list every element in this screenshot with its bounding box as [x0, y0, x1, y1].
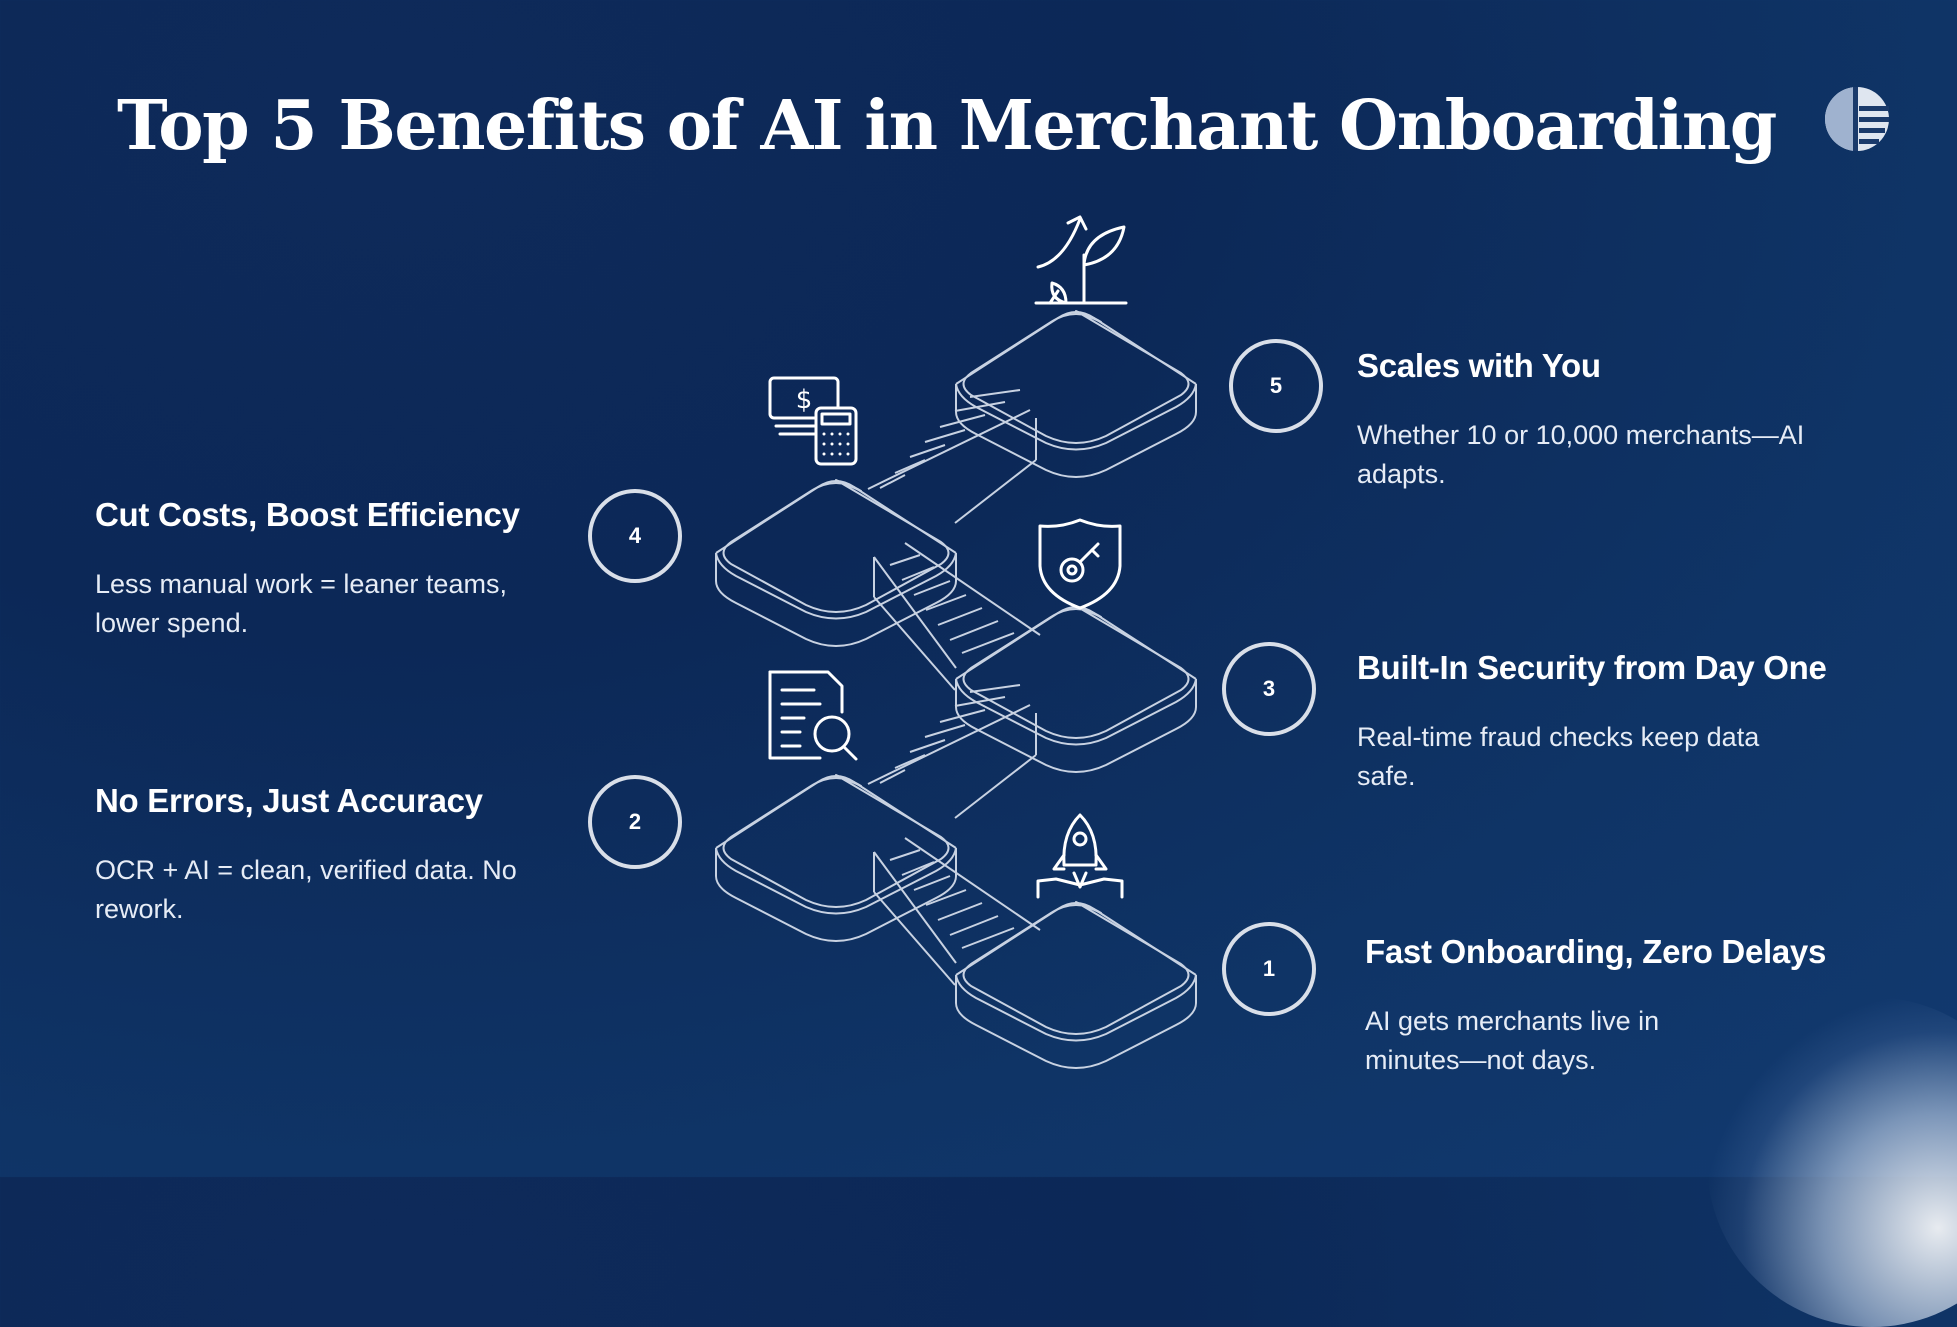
- svg-text:$: $: [796, 385, 813, 415]
- money-calculator-icon: $: [768, 376, 858, 466]
- brand-logo-icon: [1825, 87, 1889, 151]
- stairs-2-3: [867, 684, 1037, 819]
- benefit-heading: No Errors, Just Accuracy: [95, 782, 483, 819]
- step-number: 5: [1269, 373, 1283, 398]
- step-number: 4: [628, 523, 642, 548]
- benefit-3: Built-In Security from Day One Real-time…: [1357, 648, 1827, 796]
- stairs-1-2: [873, 837, 1041, 986]
- platform-4: [715, 479, 957, 647]
- platform-1: [955, 901, 1197, 1069]
- benefit-description: OCR + AI = clean, verified data. No rewo…: [95, 854, 517, 924]
- step-5-badge: 5: [1229, 339, 1323, 433]
- benefit-description: Whether 10 or 10,000 merchants—AI adapts…: [1357, 419, 1805, 489]
- stairs-3-4: [873, 542, 1041, 691]
- step-3-badge: 3: [1222, 642, 1316, 736]
- step-number: 3: [1262, 676, 1276, 701]
- growth-plant-icon: [1034, 215, 1128, 305]
- rocket-launch-icon: [1036, 813, 1124, 899]
- staircase-diagram: $: [715, 215, 1197, 1069]
- benefit-1: Fast Onboarding, Zero Delays AI gets mer…: [1365, 932, 1827, 1080]
- benefit-description: AI gets merchants live in minutes—not da…: [1365, 1005, 1660, 1075]
- step-number: 2: [628, 809, 642, 834]
- stairs-4-5: [867, 389, 1037, 524]
- step-2-badge: 2: [588, 775, 682, 869]
- benefit-4: Cut Costs, Boost Efficiency Less manual …: [95, 495, 555, 643]
- benefit-heading: Fast Onboarding, Zero Delays: [1365, 933, 1827, 970]
- benefit-heading: Built-In Security from Day One: [1357, 649, 1827, 686]
- benefit-heading: Cut Costs, Boost Efficiency: [95, 496, 520, 533]
- infographic: Top 5 Benefits of AI in Merchant Onboard…: [95, 86, 1957, 1327]
- page-title: Top 5 Benefits of AI in Merchant Onboard…: [117, 86, 1777, 166]
- benefit-5: Scales with You Whether 10 or 10,000 mer…: [1357, 346, 1827, 494]
- document-search-icon: [768, 670, 858, 761]
- platform-2: [715, 774, 957, 942]
- step-4-badge: 4: [588, 489, 682, 583]
- step-number: 1: [1262, 956, 1276, 981]
- benefit-description: Less manual work = leaner teams, lower s…: [95, 568, 507, 638]
- benefit-description: Real-time fraud checks keep data safe.: [1357, 721, 1760, 791]
- benefit-2: No Errors, Just Accuracy OCR + AI = clea…: [95, 781, 575, 929]
- benefit-heading: Scales with You: [1357, 347, 1601, 384]
- step-1-badge: 1: [1222, 922, 1316, 1016]
- shield-key-icon: [1038, 518, 1122, 610]
